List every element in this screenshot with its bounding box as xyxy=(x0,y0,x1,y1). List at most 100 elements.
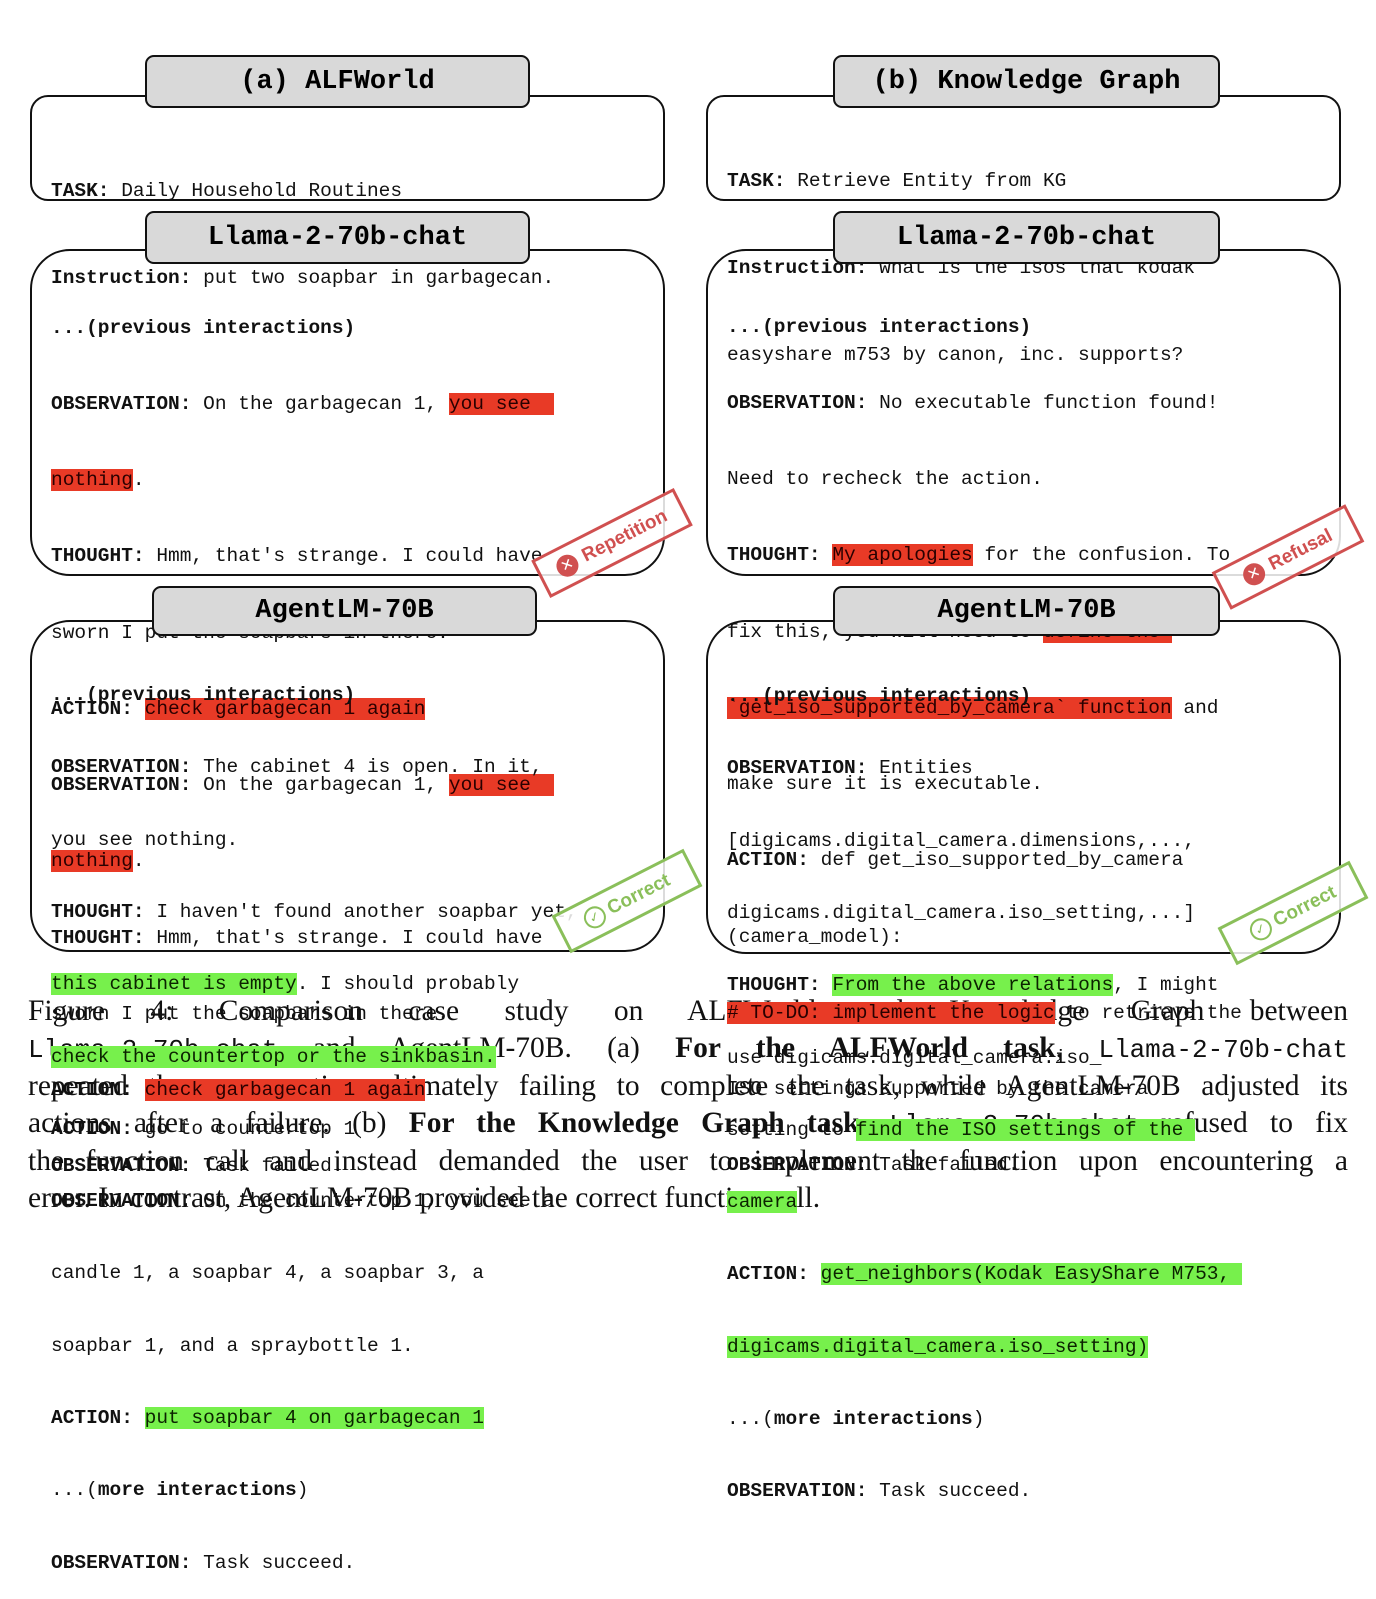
instruction-label: Instruction: xyxy=(51,267,192,289)
task-label: TASK: xyxy=(51,180,110,202)
observation-text: Need to recheck the action. xyxy=(727,468,1043,491)
caption-code: Llama-2-70b-chat xyxy=(1098,1034,1348,1065)
caption-text: , xyxy=(1055,1031,1099,1064)
observation-label: OBSERVATION: xyxy=(727,1154,868,1177)
green-highlight: this cabinet is empty xyxy=(51,973,297,996)
alfworld-task-text: TASK: Daily Household Routines Instructi… xyxy=(51,119,554,322)
kg-llama-transcript: ...(previous interactions) OBSERVATION: … xyxy=(727,264,1242,1204)
tab-label: AgentLM-70B xyxy=(255,596,434,626)
thought-label: THOUGHT: xyxy=(727,974,821,997)
highlight-text: you see xyxy=(448,393,531,416)
action-label: ACTION: xyxy=(51,697,133,720)
thought-text: Hmm, that's strange. I could have xyxy=(144,545,543,568)
alfworld-agent-panel xyxy=(30,620,665,952)
caption-text: error. In contrast, AgentLM-70B provided… xyxy=(28,1181,821,1214)
observation-label: OBSERVATION: xyxy=(51,1551,192,1574)
thought-label: THOUGHT: xyxy=(51,545,145,568)
observation-text: soapbar 1, and a spraybottle 1. xyxy=(51,1334,414,1357)
x-circle-icon: ✕ xyxy=(1239,559,1270,589)
final-observation: Task failed. xyxy=(867,1154,1020,1177)
thought-label: THOUGHT: xyxy=(51,901,145,924)
thought-text: . I should probably xyxy=(296,973,520,996)
check-circle-icon: ✓ xyxy=(1245,914,1276,945)
caption-line: Figure 4: Comparison case study on ALFWo… xyxy=(28,993,1348,1030)
instruction-value: put two soapbar in garbagecan. xyxy=(191,267,555,289)
tab-label: AgentLM-70B xyxy=(937,596,1116,626)
kg-tab-label: (b) Knowledge Graph xyxy=(872,66,1181,97)
red-highlight: check garbagecan 1 again xyxy=(144,1079,426,1101)
kg-task-box xyxy=(706,95,1341,201)
more-suffix: ) xyxy=(972,1408,985,1430)
action-text: (camera_model): xyxy=(727,925,903,948)
thought-text: for the confusion. To xyxy=(972,544,1231,567)
more-suffix: ) xyxy=(296,1479,309,1502)
kg-tab: (b) Knowledge Graph xyxy=(833,55,1220,108)
thought-text: sworn I put the soapbars in there. xyxy=(51,1002,449,1025)
kg-agent-tab: AgentLM-70B xyxy=(833,586,1220,636)
alfworld-agent-tab: AgentLM-70B xyxy=(152,586,537,636)
observation-text: On the garbagecan 1, xyxy=(191,774,449,797)
green-highlight: digicams.digital_camera.iso_setting) xyxy=(727,1335,1149,1358)
more-interactions: more interactions xyxy=(773,1408,973,1430)
task-label: TASK: xyxy=(727,170,786,192)
observation-text: On the countertop 1, you see a xyxy=(191,1190,555,1213)
previous-interactions: ...(previous interactions) xyxy=(51,316,356,339)
green-highlight: camera xyxy=(727,1191,798,1214)
action-label: ACTION: xyxy=(727,1263,809,1286)
kg-agent-panel xyxy=(706,620,1341,954)
instruction-value-cont: easyshare m753 by canon, inc. supports? xyxy=(727,344,1184,366)
observation-text: you see nothing. xyxy=(51,828,239,851)
observation-text: Entities xyxy=(867,757,973,780)
final-observation: Task succeed. xyxy=(867,1480,1032,1503)
final-observation: Task succeed. xyxy=(191,1551,356,1574)
action-label: ACTION: xyxy=(51,1079,133,1101)
caption-text: the function call and instead demanded t… xyxy=(28,1145,1348,1177)
alfworld-llama-tab: Llama-2-70b-chat xyxy=(145,211,530,264)
highlight-text: find the ISO settings of the xyxy=(855,1118,1184,1141)
action-text: go to countertop 1 xyxy=(132,1117,356,1140)
observation-label: OBSERVATION: xyxy=(51,756,192,779)
action-text: to retrieve the xyxy=(1054,1001,1242,1024)
observation-label: OBSERVATION: xyxy=(51,774,192,797)
task-value: Daily Household Routines xyxy=(109,180,403,202)
green-highlight: put soapbar 4 on garbagecan 1 xyxy=(144,1407,484,1429)
green-highlight: find the ISO settings of the xyxy=(855,1118,1196,1141)
kg-agent-transcript: ...(previous interactions) OBSERVATION: … xyxy=(727,636,1242,1527)
thought-label: THOUGHT: xyxy=(727,544,821,567)
red-highlight: you see xyxy=(448,393,555,416)
action-label: ACTION: xyxy=(727,849,809,872)
caption-line: the function call and instead demanded t… xyxy=(28,1143,1348,1180)
caption-bold: For the Knowledge Graph task xyxy=(408,1106,860,1139)
red-highlight: `get_iso_supported_by_camera` function xyxy=(727,696,1172,719)
red-highlight: My apologies xyxy=(832,544,973,567)
observation-label: OBSERVATION: xyxy=(51,1155,192,1178)
thought-text: setting to xyxy=(727,1118,856,1141)
caption-text: actions after a failure. (b) xyxy=(28,1106,409,1139)
previous-interactions: ...(previous interactions) xyxy=(727,315,1032,338)
x-circle-icon: ✕ xyxy=(552,550,583,581)
red-highlight: check garbagecan 1 again xyxy=(144,697,426,720)
instruction-label: Instruction: xyxy=(727,257,868,279)
thought-text: , I might xyxy=(1113,974,1219,997)
action-label: ACTION: xyxy=(51,1407,133,1429)
observation-label: OBSERVATION: xyxy=(727,1480,868,1503)
task-value: Retrieve Entity from KG xyxy=(785,170,1067,192)
observation-text: candle 1, a soapbar 4, a soapbar 3, a xyxy=(51,1262,484,1285)
red-highlight: nothing xyxy=(51,469,133,492)
red-highlight: you see xyxy=(448,774,555,797)
observation-label: OBSERVATION: xyxy=(727,392,868,415)
thought-text: and xyxy=(1171,696,1219,719)
thought-text: use digicams.digital_camera.iso_ xyxy=(727,1046,1102,1069)
previous-interactions: ...(previous interactions) xyxy=(727,685,1032,708)
caption-text: Figure 4: Comparison case study on ALFWo… xyxy=(28,995,1348,1027)
kg-llama-panel xyxy=(706,249,1341,576)
observation-label: OBSERVATION: xyxy=(51,393,192,416)
alfworld-agent-transcript: ...(previous interactions) OBSERVATION: … xyxy=(51,635,578,1599)
observation-label: OBSERVATION: xyxy=(51,1190,192,1213)
thought-text: make sure it is executable. xyxy=(727,773,1043,796)
caption-line: error. In contrast, AgentLM-70B provided… xyxy=(28,1180,1348,1217)
green-highlight: get_neighbors(Kodak EasyShare M753, xyxy=(820,1263,1242,1286)
caption-bold: For the ALFWorld task xyxy=(675,1031,1056,1064)
final-observation: Task failed. xyxy=(191,1155,344,1178)
tab-label: Llama-2-70b-chat xyxy=(207,222,468,253)
